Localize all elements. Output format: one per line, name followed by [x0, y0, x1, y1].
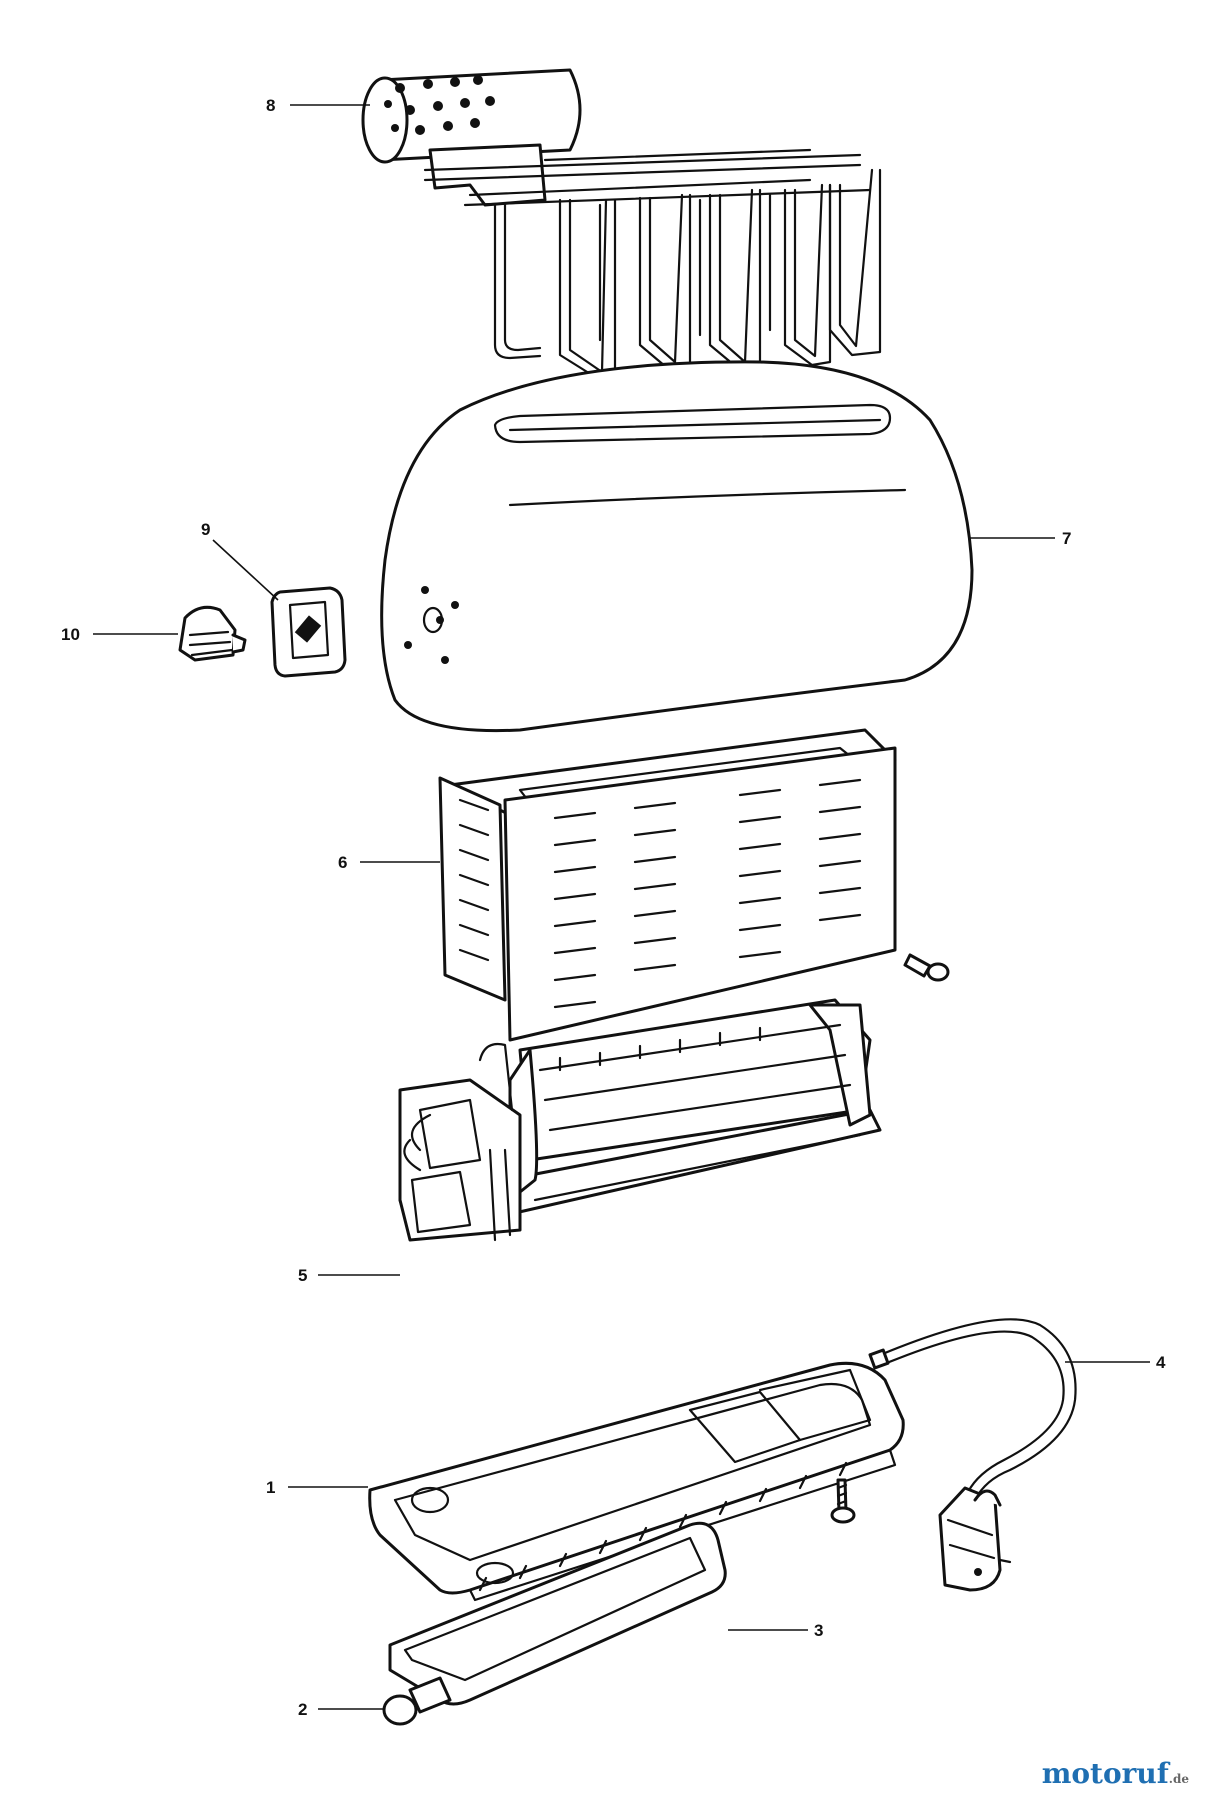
callout-2: 2: [298, 1700, 307, 1719]
part-5-heating-assembly: [398, 998, 882, 1242]
callout-10: 10: [61, 625, 80, 644]
callout-6: 6: [338, 853, 347, 872]
watermark-brand: motoruf: [1041, 1757, 1169, 1790]
part-3-crumb-tray: [388, 1521, 727, 1706]
part-1-base: [368, 1361, 905, 1602]
leader-lines: [93, 104, 1150, 1710]
callout-labels: 8 9 10 7 6 5 4 1 3 2: [61, 96, 1166, 1719]
part-7-housing-cover: [380, 360, 974, 733]
part-4-power-cord: [868, 1318, 1077, 1592]
part-2-tray-knob: [382, 1676, 452, 1726]
part-9-control-plate: [270, 586, 347, 678]
callout-9: 9: [201, 520, 210, 539]
callout-7: 7: [1062, 529, 1071, 548]
callout-3: 3: [814, 1621, 823, 1640]
callout-8: 8: [266, 96, 275, 115]
part-10-lever-knob: [178, 605, 247, 662]
watermark-tld: .de: [1168, 1772, 1189, 1786]
callout-5: 5: [298, 1266, 307, 1285]
callout-4: 4: [1156, 1353, 1166, 1372]
callout-1: 1: [266, 1478, 275, 1497]
motoruf-watermark: motoruf.de: [1042, 1757, 1189, 1790]
part-6-heat-shield: [438, 728, 950, 1042]
part-8-bun-rack: [361, 68, 882, 382]
